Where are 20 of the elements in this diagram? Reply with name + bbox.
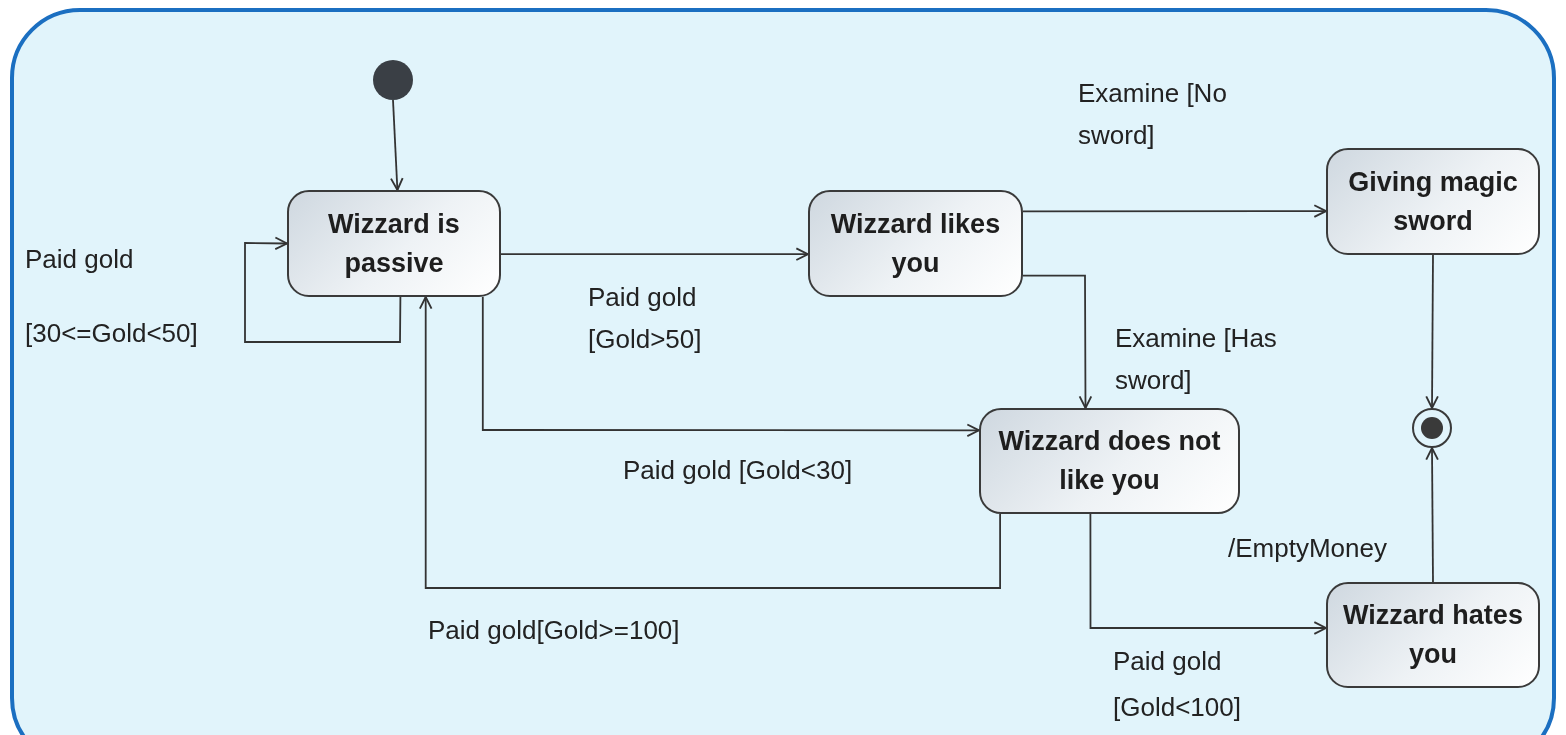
state-box	[1326, 582, 1540, 688]
state-name: Wizzard likes you	[829, 207, 1002, 280]
transition-arrow	[1022, 204, 1327, 218]
transition-arrow	[1425, 447, 1439, 583]
transition-arrow	[390, 99, 404, 191]
state-box	[808, 190, 1023, 297]
state-name: Wizzard hates you	[1342, 599, 1524, 671]
state-box	[979, 408, 1240, 514]
transition-arrow	[1022, 274, 1093, 409]
state-name: Giving magic sword	[1347, 165, 1519, 238]
state-box	[1326, 148, 1540, 255]
state-name: Wizzard is passive	[327, 207, 461, 280]
state-box	[287, 190, 501, 297]
transition-arrow	[1425, 254, 1439, 409]
state-name: Wizzard does not like you	[997, 425, 1222, 497]
transition-arrow	[500, 247, 809, 261]
transition-arrow	[481, 296, 980, 438]
transition-arrow	[1089, 513, 1327, 635]
transition-arrow	[418, 296, 1001, 589]
transition-arrow	[244, 236, 402, 343]
